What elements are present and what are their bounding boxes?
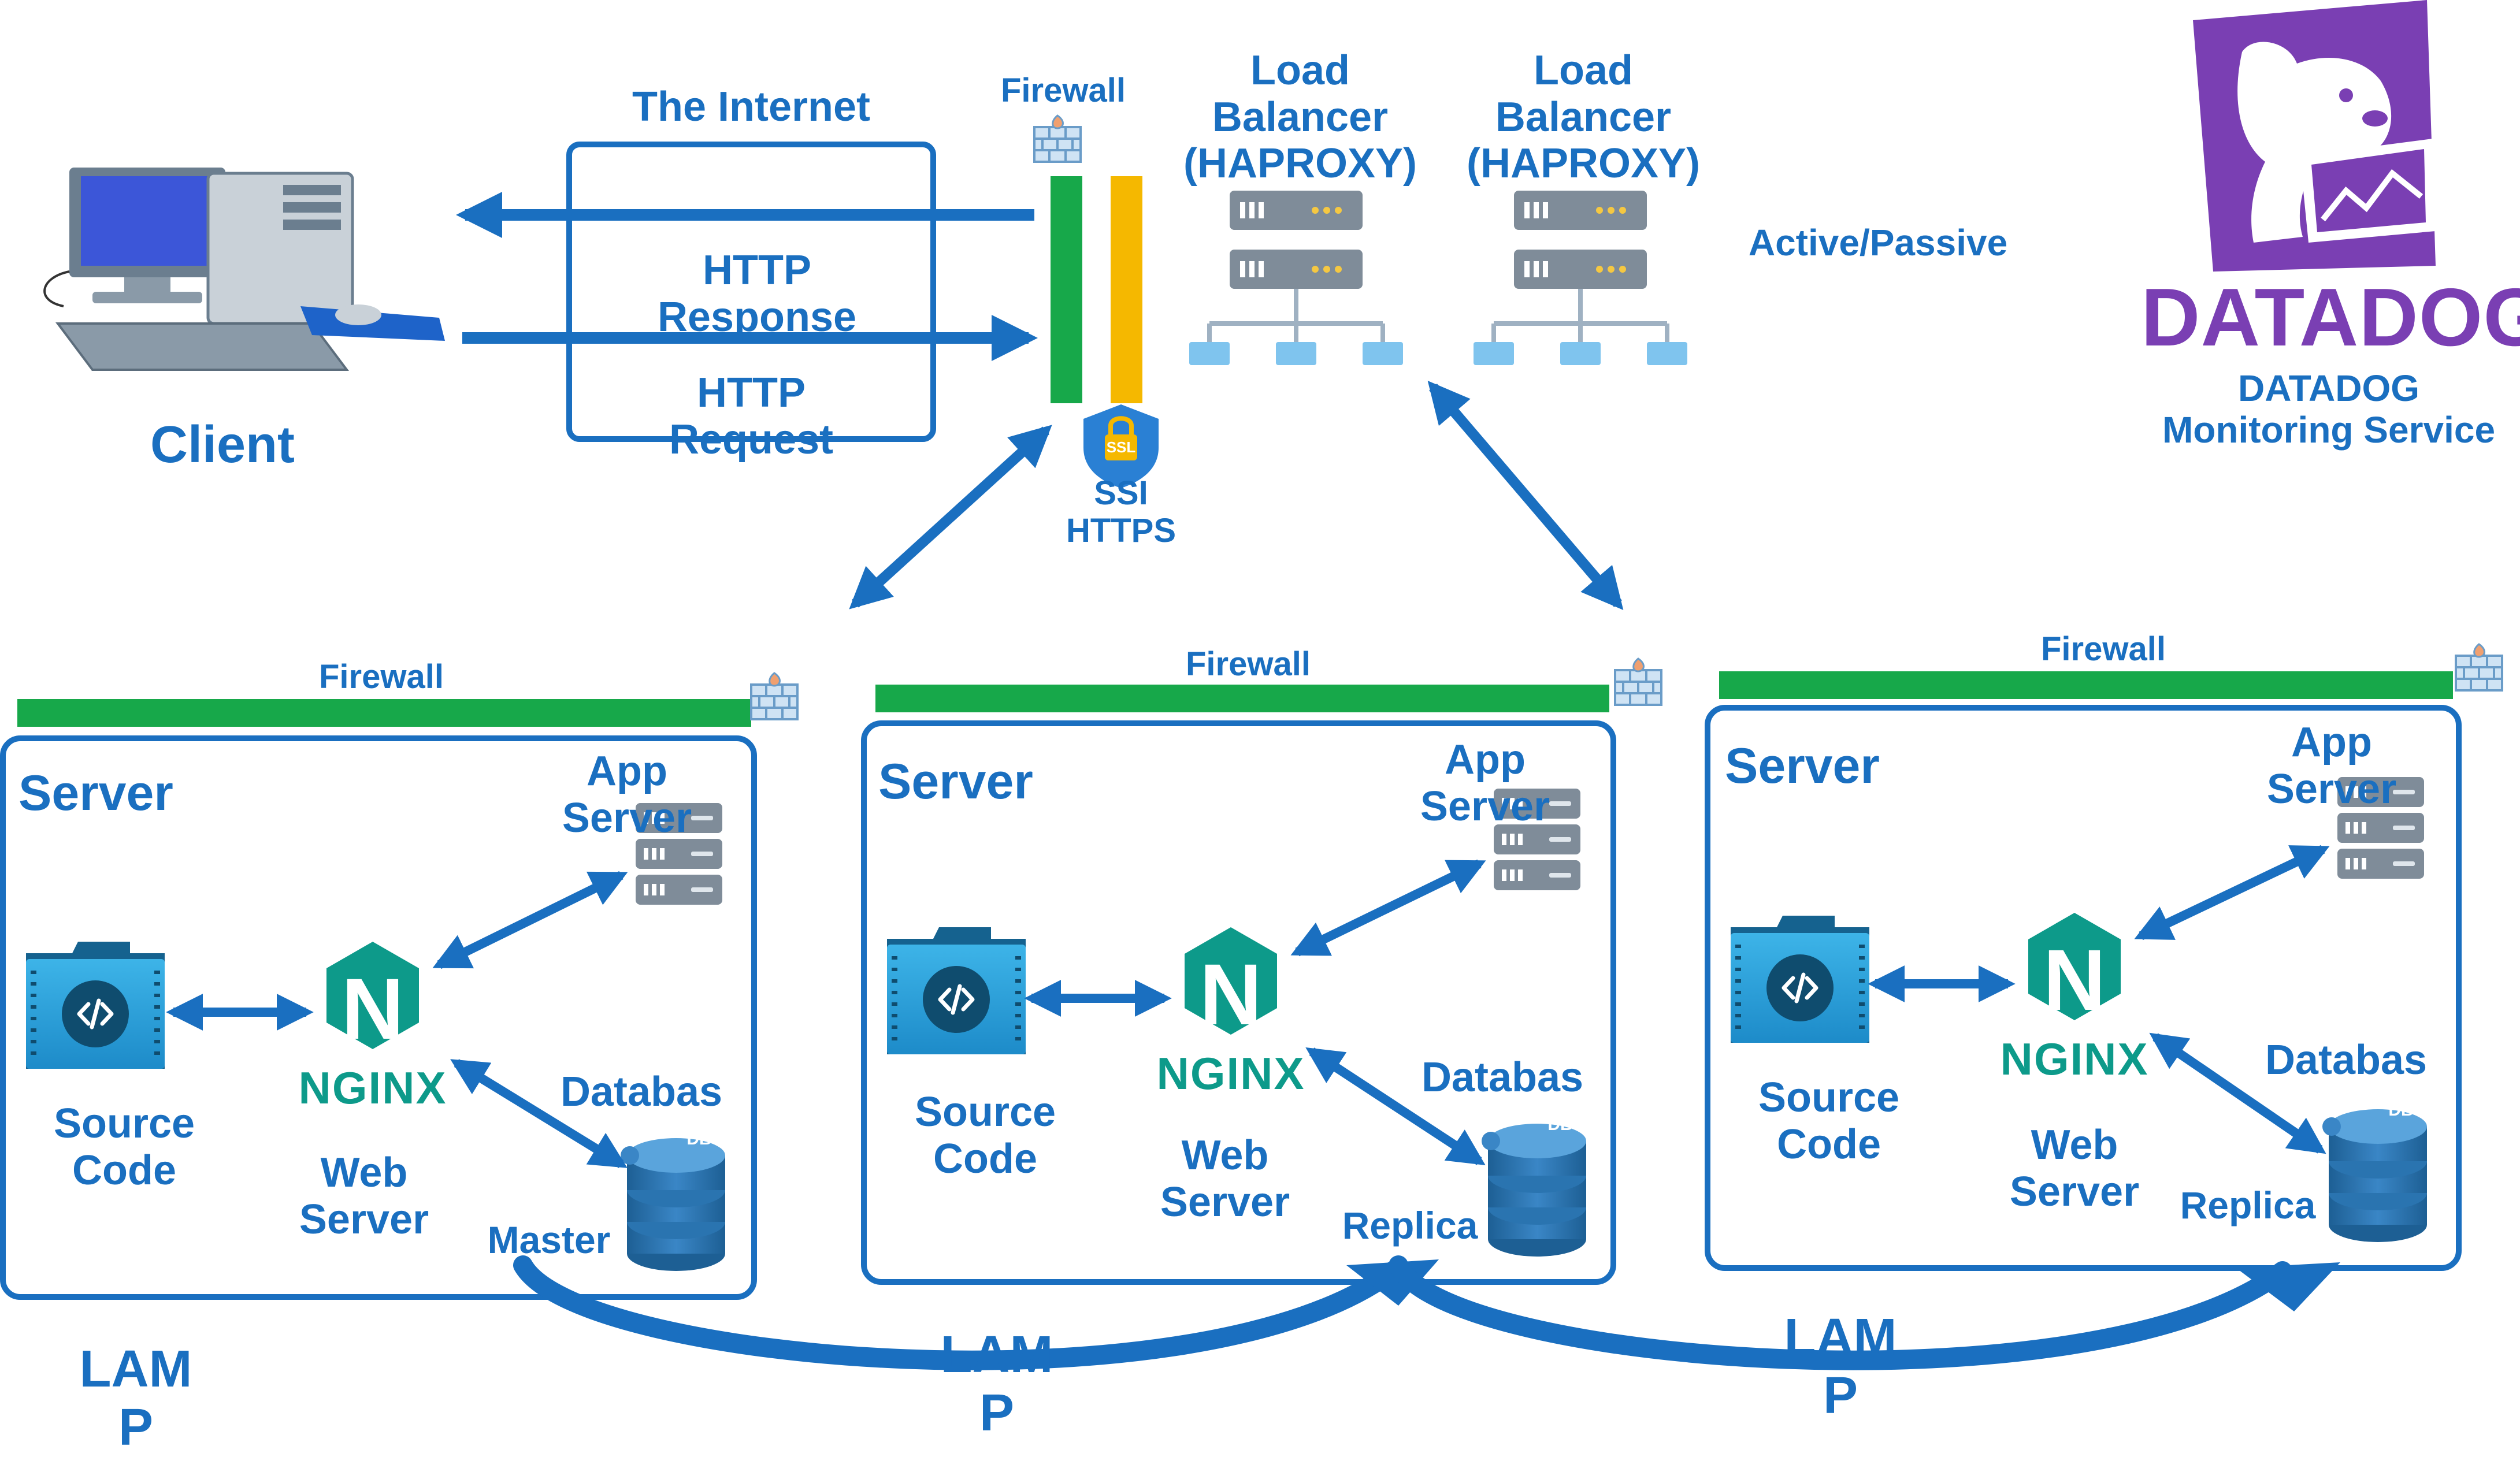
datadog-logo	[2193, 0, 2436, 272]
server1-title: Server	[18, 765, 250, 821]
server2-nginx-letter: N	[1196, 946, 1265, 1043]
load-balancer-1-label: Load Balancer (HAPROXY)	[1161, 47, 1439, 187]
server2-database-icon	[1482, 1124, 1586, 1257]
server1-database-label: Databas	[537, 1069, 745, 1116]
server1-stack-label: LAM P	[46, 1340, 225, 1457]
ssl-bar	[1111, 176, 1142, 403]
http-response-label: HTTP Response	[607, 247, 907, 340]
server3-database-label: Databas	[2242, 1037, 2450, 1084]
server2-web-server-label: Web Server	[1133, 1132, 1317, 1225]
load-balancer-2-label: Load Balancer (HAPROXY)	[1445, 47, 1722, 187]
server2-source-code-label: Source Code	[884, 1089, 1086, 1182]
server1-app-server-label: App Server	[532, 748, 722, 841]
datadog-wordmark: DATADOG	[2141, 272, 2517, 363]
server1-web-app-arrow	[439, 875, 621, 965]
firewall-icon	[1034, 116, 1081, 162]
lb-to-server3-arrow	[1433, 387, 1618, 604]
server3-nginx-word: NGINX	[1991, 1034, 2158, 1084]
server1-nginx-letter: N	[338, 960, 407, 1057]
server2-db-role: Replica	[1323, 1205, 1497, 1247]
server3-source-code-label: Source Code	[1728, 1075, 1930, 1168]
server2-firewall-icon	[1615, 659, 1661, 705]
server1-firewall-bar	[17, 699, 751, 727]
server2-firewall-bar	[875, 685, 1609, 712]
server3-db-role: Replica	[2161, 1184, 2335, 1227]
server1-firewall-label: Firewall	[266, 659, 497, 696]
server3-db-badge: DB	[2378, 1101, 2424, 1120]
server1-database-icon	[621, 1138, 725, 1271]
load-balancer-2-icon	[1474, 191, 1687, 365]
server2-firewall-label: Firewall	[1133, 646, 1364, 683]
server2-app-server-label: App Server	[1390, 737, 1580, 830]
server3-firewall-bar	[1719, 671, 2453, 699]
ssl-badge-text: SSL	[1095, 439, 1147, 456]
top-firewall-label: Firewall	[982, 72, 1144, 110]
client-label: Client	[127, 416, 318, 474]
server2-title: Server	[878, 754, 1109, 809]
server2-database-label: Databas	[1398, 1054, 1606, 1101]
datadog-service-label: DATADOG Monitoring Service	[2138, 368, 2519, 451]
client-computer-icon	[44, 168, 445, 370]
server1-nginx-word: NGINX	[289, 1063, 457, 1113]
server3-stack-label: LAM P	[1751, 1309, 1930, 1425]
server1-source-code-icon	[26, 942, 165, 1069]
server2-source-code-icon	[887, 927, 1026, 1054]
server1-db-role: Master	[462, 1219, 636, 1262]
load-balancer-1-icon	[1189, 191, 1403, 365]
server2-db-badge: DB	[1537, 1115, 1583, 1135]
server2-nginx-word: NGINX	[1147, 1049, 1315, 1099]
server2-web-app-arrow	[1297, 864, 1479, 952]
server1-db-badge: DB	[676, 1129, 722, 1149]
server1-source-code-label: Source Code	[23, 1101, 225, 1194]
server1-firewall-icon	[751, 673, 797, 719]
http-request-label: HTTP Request	[601, 370, 901, 463]
server3-title: Server	[1725, 738, 1956, 794]
server3-database-icon	[2322, 1109, 2427, 1242]
server3-web-server-label: Web Server	[1982, 1122, 2167, 1215]
server3-web-app-arrow	[2141, 849, 2323, 936]
internet-label: The Internet	[578, 84, 925, 131]
server1-web-server-label: Web Server	[272, 1150, 457, 1243]
active-passive-label: Active/Passive	[1734, 222, 2022, 264]
firewall-bar	[1051, 176, 1082, 403]
server3-firewall-label: Firewall	[1988, 631, 2219, 668]
ssl-label: SSI HTTPS	[1029, 475, 1213, 550]
server2-stack-label: LAM P	[907, 1326, 1086, 1443]
server3-source-code-icon	[1731, 916, 1869, 1043]
server3-nginx-letter: N	[2040, 931, 2109, 1028]
server3-app-server-label: App Server	[2236, 719, 2427, 812]
server3-firewall-icon	[2456, 644, 2502, 690]
